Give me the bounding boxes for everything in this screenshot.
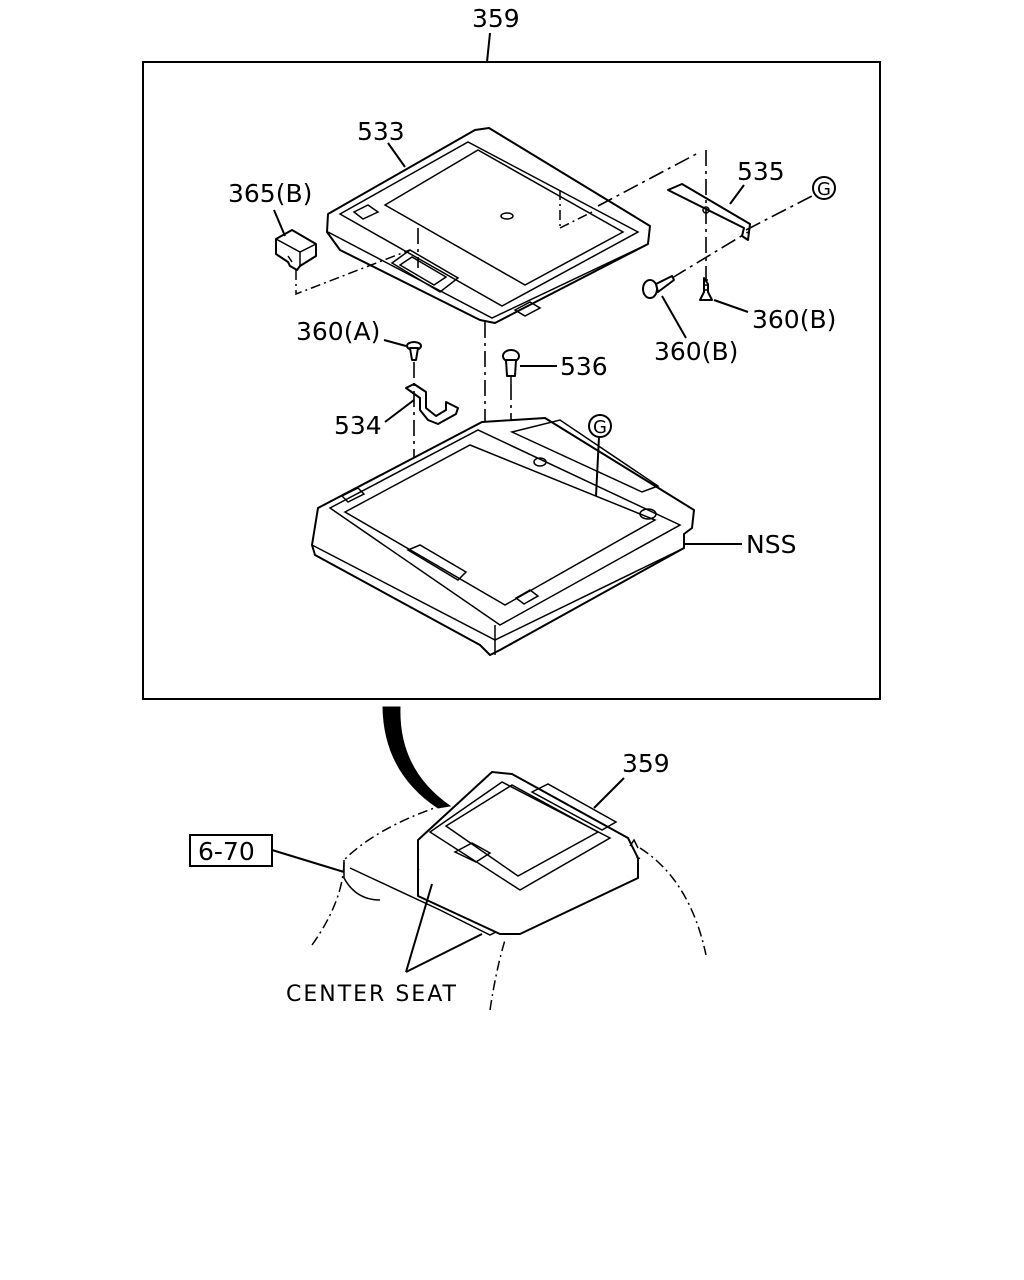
label-nss: NSS: [746, 530, 796, 559]
label-g-box: G: [593, 417, 607, 438]
arrow-pointer: [382, 706, 452, 809]
label-center-seat: CENTER SEAT: [286, 982, 458, 1007]
leader-360a: [383, 339, 407, 347]
leader-533: [387, 142, 406, 168]
ref-g-top-circle: [812, 176, 836, 200]
label-534: 534: [334, 411, 382, 440]
screw-360b-right: [699, 277, 713, 301]
ref-g-box-circle: [588, 414, 612, 438]
label-360a: 360(A): [296, 317, 380, 346]
label-365b: 365(B): [228, 179, 312, 208]
label-360b-lower: 360(B): [654, 337, 738, 366]
leader-534: [384, 399, 415, 423]
bracket-to-g-line: [745, 195, 813, 231]
leader-g-box: [595, 436, 600, 497]
label-359-bottom: 359: [622, 749, 670, 778]
switch-guide-line: [295, 249, 411, 296]
detail-frame: [142, 61, 881, 700]
label-533: 533: [357, 117, 405, 146]
label-359-top: 359: [472, 4, 520, 33]
leader-360b-right: [713, 299, 749, 313]
label-ref-box: 6-70: [198, 837, 255, 866]
base-box: [311, 417, 695, 656]
leader-center-seat-1: [405, 883, 433, 973]
label-535: 535: [737, 157, 785, 186]
label-g-top: G: [817, 179, 831, 200]
leader-center-seat-2: [405, 933, 483, 973]
screw-guide-line: [671, 231, 749, 279]
leader-ref-box: [271, 849, 345, 873]
leader-365b: [273, 209, 286, 237]
pin-536: [502, 349, 520, 384]
seat-overview: [311, 771, 707, 1011]
label-536: 536: [560, 352, 608, 381]
screw-360a: [406, 341, 422, 361]
screw-360b-lower: [642, 275, 675, 299]
lid-533: [326, 127, 651, 324]
leader-360b-lower: [661, 295, 687, 339]
label-360b-right: 360(B): [752, 305, 836, 334]
bracket-534: [405, 383, 459, 425]
lid-to-bracket-line: [597, 151, 701, 207]
switch-365b: [275, 229, 317, 271]
leader-535: [729, 184, 745, 205]
leader-359-bottom: [593, 777, 625, 809]
leader-359-top: [486, 32, 491, 63]
bracket-535: [667, 183, 751, 241]
